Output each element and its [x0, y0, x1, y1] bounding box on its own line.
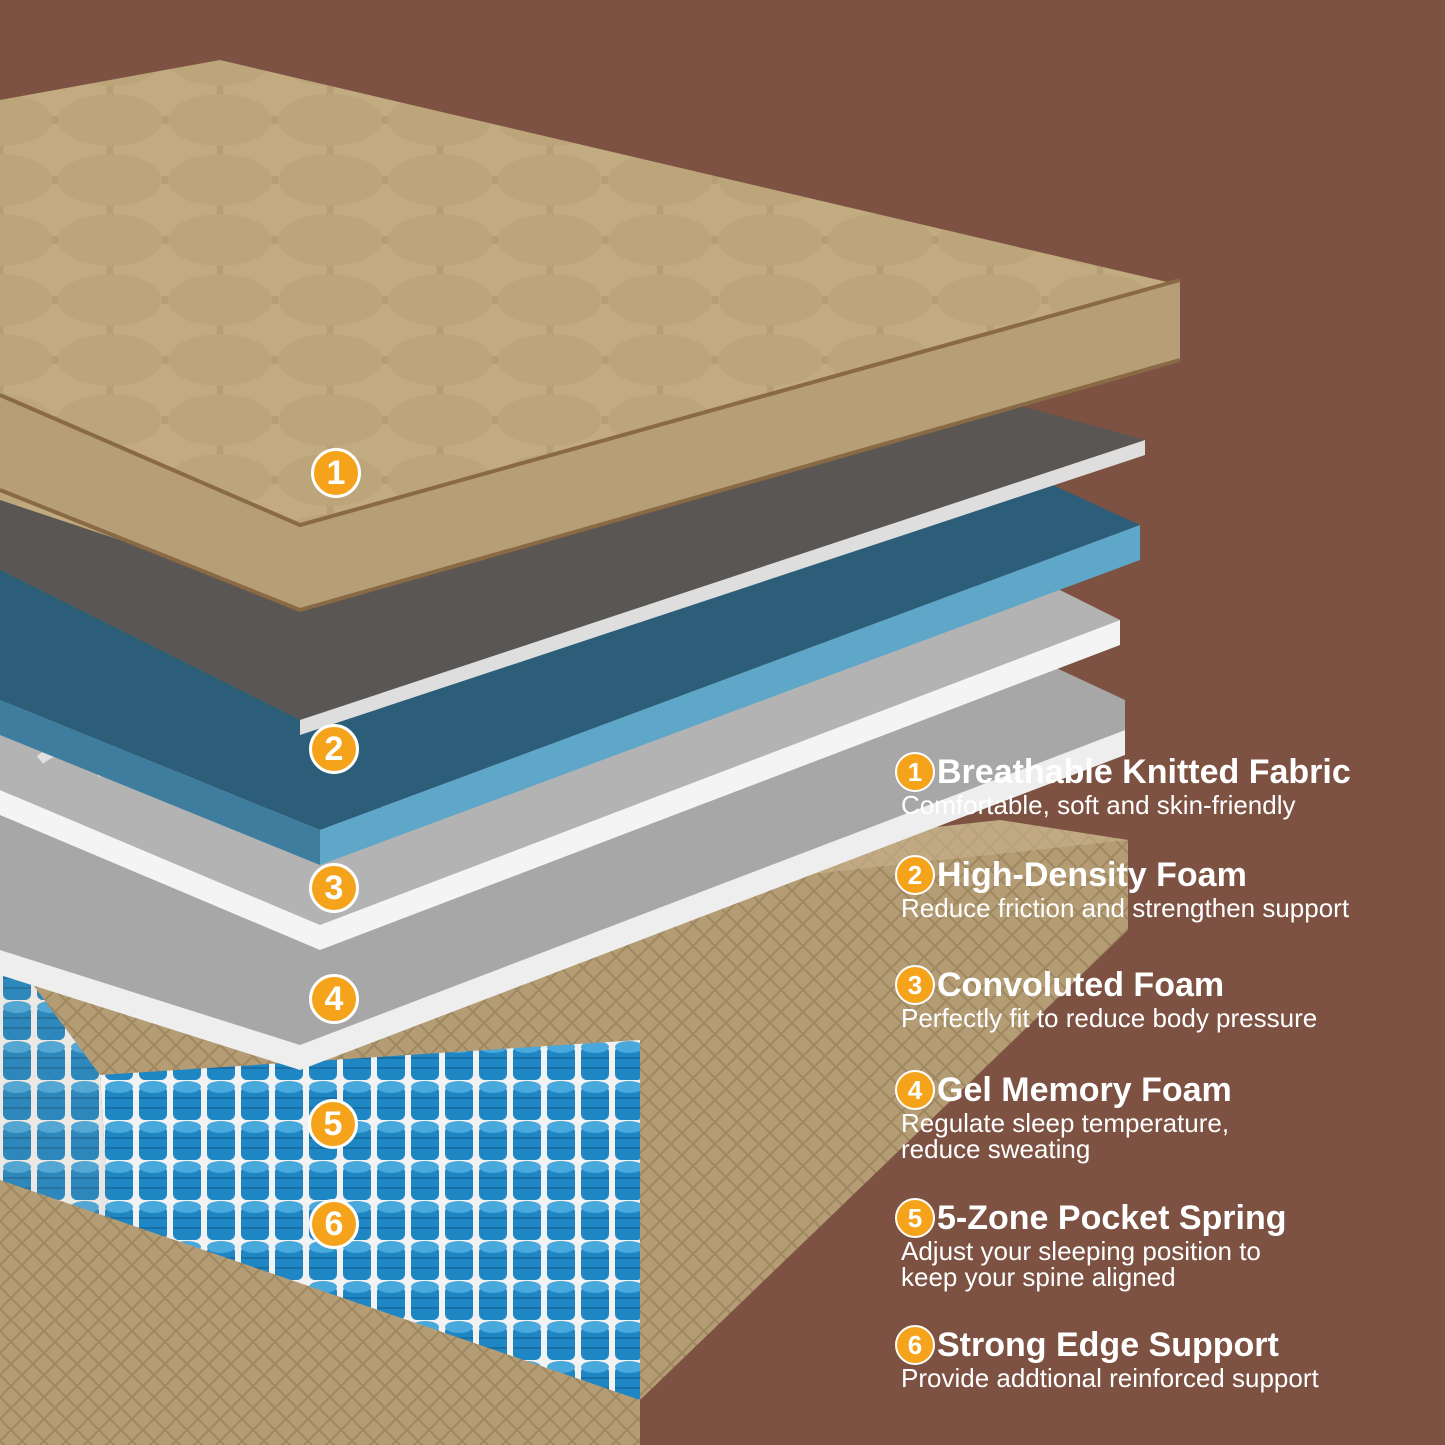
feature-5: 5 5-Zone Pocket Spring Adjust your sleep… [895, 1198, 1435, 1290]
feature-number: 2 [895, 855, 935, 895]
feature-title: High-Density Foam [937, 855, 1247, 894]
feature-description: Adjust your sleeping position to keep yo… [901, 1236, 1261, 1292]
feature-1: 1 Breathable Knitted Fabric Comfortable,… [895, 752, 1435, 818]
layer-marker-3: 3 [309, 863, 359, 913]
feature-number: 6 [895, 1325, 935, 1365]
layer-marker-6: 6 [309, 1199, 359, 1249]
feature-6: 6 Strong Edge Support Provide addtional … [895, 1325, 1435, 1391]
feature-title: Breathable Knitted Fabric [937, 752, 1351, 791]
layer-knitted-fabric [0, 60, 1181, 613]
feature-title: Gel Memory Foam [937, 1070, 1232, 1109]
layer-marker-5: 5 [308, 1099, 358, 1149]
feature-description: Provide addtional reinforced support [901, 1363, 1319, 1393]
feature-2: 2 High-Density Foam Reduce friction and … [895, 855, 1435, 921]
feature-description: Reduce friction and strengthen support [901, 893, 1350, 923]
feature-3: 3 Convoluted Foam Perfectly fit to reduc… [895, 965, 1435, 1031]
feature-title: 5-Zone Pocket Spring [937, 1198, 1287, 1237]
feature-number: 4 [895, 1070, 935, 1110]
feature-title: Convoluted Foam [937, 965, 1225, 1004]
layer-marker-1: 1 [311, 448, 361, 498]
layer-marker-4: 4 [309, 974, 359, 1024]
layer-marker-2: 2 [309, 724, 359, 774]
feature-number: 3 [895, 965, 935, 1005]
feature-description: Regulate sleep temperature, reduce sweat… [901, 1108, 1230, 1164]
feature-number: 1 [895, 752, 935, 792]
feature-description: Perfectly fit to reduce body pressure [901, 1003, 1318, 1033]
feature-number: 5 [895, 1198, 935, 1238]
feature-title: Strong Edge Support [937, 1325, 1279, 1364]
feature-description: Comfortable, soft and skin-friendly [901, 790, 1296, 820]
feature-4: 4 Gel Memory Foam Regulate sleep tempera… [895, 1070, 1435, 1162]
